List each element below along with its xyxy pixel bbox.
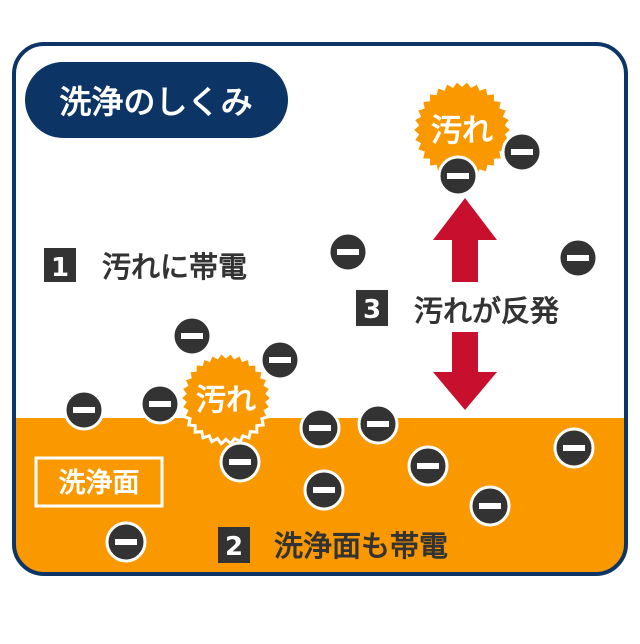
minus-sign-icon [115, 539, 137, 545]
charge-14 [557, 237, 599, 279]
minus-sign-icon [229, 459, 251, 465]
charge-16 [437, 155, 479, 197]
title-pill [25, 62, 288, 138]
charge-12 [105, 521, 147, 563]
arrow-up [433, 198, 497, 282]
dirt-label-lower: 汚れ [196, 383, 256, 418]
charge-13 [327, 231, 369, 273]
minus-sign-icon [337, 249, 359, 255]
charge-11 [553, 427, 595, 469]
minus-sign-icon [417, 463, 439, 469]
charge-3 [139, 383, 181, 425]
step-2-number: 2 [225, 532, 243, 562]
negative-charges [63, 131, 599, 563]
dirt-label-upper: 汚れ [431, 113, 493, 149]
title-text: 洗浄のしくみ [59, 83, 252, 121]
surface-label-text: 洗浄面 [59, 468, 140, 499]
charge-8 [407, 445, 449, 487]
step-1-label: 汚れに帯電 [102, 250, 247, 284]
title-badge: 洗浄のしくみ [25, 62, 288, 138]
step-1: 1 汚れに帯電 [44, 248, 247, 284]
step-3-label: 汚れが反発 [414, 294, 560, 328]
step-3: 3 汚れが反発 [356, 290, 560, 328]
dirt-burst-lower [177, 350, 275, 446]
step-3-number: 3 [363, 295, 381, 325]
step-1-number-box [44, 248, 76, 282]
minus-sign-icon [309, 425, 331, 431]
minus-sign-icon [563, 445, 585, 451]
charge-10 [469, 485, 511, 527]
minus-sign-icon [73, 407, 95, 413]
charge-1 [171, 315, 213, 357]
step-2-label: 洗浄面も帯電 [274, 529, 448, 563]
charge-9 [303, 469, 345, 511]
panel-frame [12, 42, 628, 576]
minus-sign-icon [567, 255, 589, 261]
step-2: 2 洗浄面も帯電 [218, 527, 448, 563]
step-1-number: 1 [51, 253, 69, 283]
charge-7 [357, 403, 399, 445]
step-2-number-box [218, 527, 250, 563]
minus-sign-icon [447, 173, 469, 179]
minus-sign-icon [479, 503, 501, 509]
charge-15 [501, 131, 543, 173]
dirt-particle-lower: 汚れ [177, 350, 275, 446]
arrow-down [433, 332, 497, 410]
minus-sign-icon [181, 333, 203, 339]
charge-5 [219, 441, 261, 483]
minus-sign-icon [367, 421, 389, 427]
dirt-particle-upper: 汚れ [409, 78, 515, 182]
charge-4 [63, 389, 105, 431]
minus-sign-icon [511, 149, 533, 155]
charge-6 [299, 407, 341, 449]
dirt-burst-upper [409, 78, 515, 182]
charge-2 [259, 339, 301, 381]
minus-sign-icon [313, 487, 335, 493]
minus-sign-icon [149, 401, 171, 407]
step-3-number-box [356, 290, 388, 326]
surface-label-box: 洗浄面 [34, 456, 164, 508]
repulsion-arrow [433, 198, 497, 410]
surface-label-frame [34, 456, 164, 508]
minus-sign-icon [269, 357, 291, 363]
